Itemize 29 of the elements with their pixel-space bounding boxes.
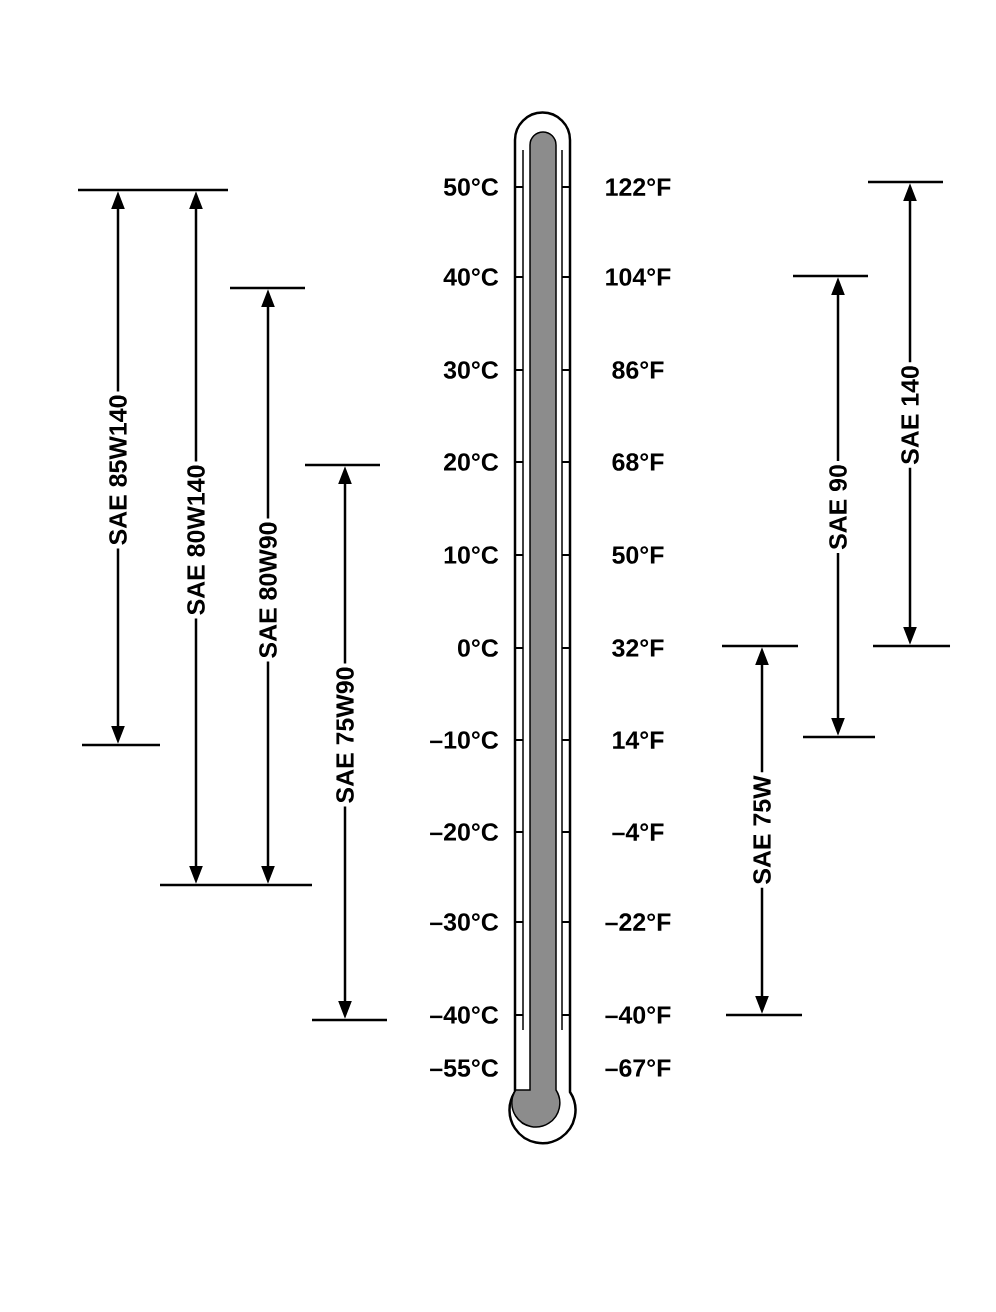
range-label: SAE 80W140 [184, 461, 208, 619]
temperature-label: –20°C [430, 823, 499, 841]
temperature-label: –22°F [605, 913, 671, 931]
temperature-label: 122°F [606, 178, 671, 196]
range-label: SAE 80W90 [256, 518, 280, 662]
temperature-label: –30°C [430, 913, 499, 931]
range-label: SAE 85W140 [106, 391, 130, 549]
temperature-label: 30°C [443, 361, 499, 379]
range-label: SAE 75W90 [333, 663, 357, 807]
temperature-label: –40°F [605, 1006, 671, 1024]
temperature-label: 20°C [444, 453, 499, 471]
temperature-label: 0°C [458, 639, 499, 657]
temperature-label: 32°F [612, 639, 664, 657]
temperature-label: –10°C [430, 731, 499, 749]
temperature-label: 50°C [443, 178, 499, 196]
temperature-label: 68°F [612, 453, 664, 471]
temperature-label: –55°C [430, 1059, 499, 1077]
temperature-label: 50°F [612, 546, 664, 564]
range-label: SAE 75W [750, 772, 774, 888]
temperature-label: –67°F [605, 1059, 671, 1077]
temperature-label: 104°F [606, 268, 671, 286]
temperature-label: –40°C [430, 1006, 499, 1024]
range-label: SAE 140 [898, 362, 922, 468]
temperature-label: 86°F [612, 361, 664, 379]
temperature-label: 10°C [444, 546, 499, 564]
temperature-label: 14°F [613, 731, 664, 749]
temperature-label: 40°C [443, 268, 499, 286]
temperature-label: –4°F [612, 823, 664, 841]
range-label: SAE 90 [826, 461, 850, 553]
